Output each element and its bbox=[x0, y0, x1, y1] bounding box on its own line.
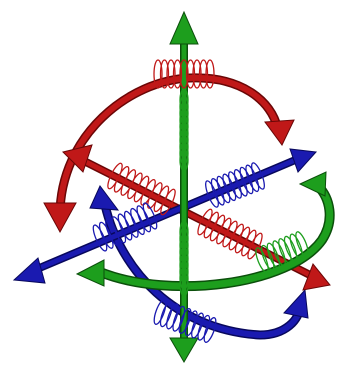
green-axis-arrowhead-icon bbox=[170, 338, 198, 362]
blue-rotation-arrowhead-icon bbox=[90, 186, 118, 210]
blue-rotation-arrowhead-icon bbox=[284, 290, 308, 318]
red-rotation-arrowhead-icon bbox=[44, 203, 76, 232]
red-rotation-arrowhead-icon bbox=[265, 120, 294, 145]
green-rotation-arrowhead-icon bbox=[77, 260, 104, 286]
blue-axis-arrowhead-icon bbox=[14, 258, 45, 283]
green-rotation-arrowhead-icon bbox=[300, 172, 326, 196]
blue-axis-arrowhead-icon bbox=[290, 149, 316, 172]
green-axis-arrowhead-icon bbox=[170, 12, 198, 44]
